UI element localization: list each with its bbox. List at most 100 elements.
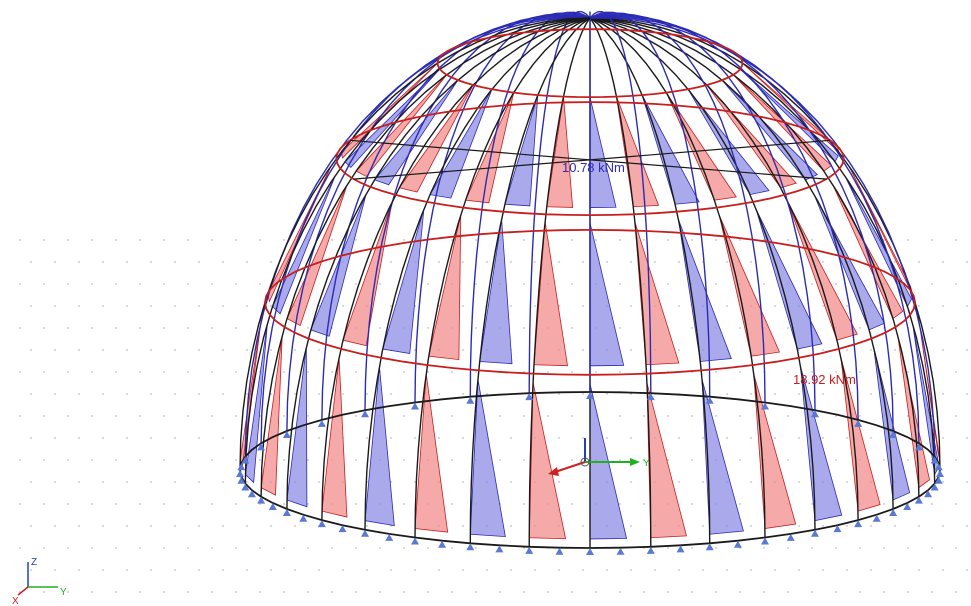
positive-moment-triangle — [428, 215, 462, 361]
positive-moment-triangle — [917, 310, 941, 462]
grid-dot — [283, 415, 285, 417]
support-icon — [646, 546, 655, 554]
positive-moment-triangle — [840, 357, 881, 512]
grid-dot — [774, 569, 776, 571]
grid-dot — [547, 415, 549, 417]
grid-dot — [78, 569, 80, 571]
grid-dot — [654, 569, 656, 571]
grid-dot — [270, 393, 272, 395]
grid-dot — [702, 525, 704, 527]
grid-dot — [774, 393, 776, 395]
grid-dot — [475, 283, 477, 285]
grid-dot — [835, 371, 837, 373]
support-icon — [282, 509, 291, 516]
local-y-label: Y — [643, 458, 650, 469]
global-y-label: Y — [60, 587, 67, 598]
grid-dot — [582, 525, 584, 527]
grid-dot — [222, 261, 224, 263]
negative-moment-triangle — [739, 68, 839, 163]
grid-dot — [691, 547, 693, 549]
grid-dot — [198, 393, 200, 395]
negative-moment-triangle — [382, 209, 425, 355]
grid-dot — [606, 393, 608, 395]
grid-dot — [475, 371, 477, 373]
grid-dot — [43, 591, 45, 593]
grid-dot — [846, 349, 848, 351]
grid-dot — [102, 481, 104, 483]
grid-dot — [139, 459, 141, 461]
support-icon — [555, 547, 564, 555]
grid-dot — [222, 437, 224, 439]
grid-dot — [571, 591, 573, 593]
ring-brace — [349, 139, 827, 180]
grid-dot — [883, 591, 885, 593]
grid-dot — [643, 371, 645, 373]
grid-dot — [438, 437, 440, 439]
grid-dot — [19, 371, 21, 373]
grid-dot — [678, 349, 680, 351]
grid-dot — [331, 547, 333, 549]
global-axis-triad: Z Y X — [12, 557, 67, 606]
negative-moment-triangle — [364, 366, 395, 527]
grid-dot — [163, 239, 165, 241]
grid-dot — [283, 591, 285, 593]
meridian-rib — [321, 17, 591, 521]
grid-dot — [523, 591, 525, 593]
support-icon — [930, 456, 939, 464]
grid-dot — [403, 547, 405, 549]
negative-moment-triangle — [873, 347, 911, 501]
meridian-rib — [589, 17, 894, 510]
grid-dot — [475, 327, 477, 329]
grid-dot — [715, 591, 717, 593]
positive-moment-triangle — [398, 84, 474, 193]
grid-dot — [630, 349, 632, 351]
support-icon — [705, 396, 714, 404]
grid-dot — [750, 481, 752, 483]
global-x-axis — [17, 586, 29, 596]
grid-dot — [403, 591, 405, 593]
grid-dot — [595, 239, 597, 241]
support-icon — [338, 525, 347, 533]
support-icon — [934, 476, 943, 484]
grid-dot — [91, 459, 93, 461]
grid-dot — [235, 503, 237, 505]
local-x-axis — [554, 461, 586, 473]
support-icon — [237, 476, 246, 484]
support-icon — [257, 496, 266, 504]
grid-dot — [54, 305, 56, 307]
support-icon — [236, 470, 244, 477]
negative-moment-triangle — [504, 94, 539, 207]
grid-dot — [510, 261, 512, 263]
grid-dot — [907, 459, 909, 461]
grid-dot — [510, 569, 512, 571]
grid-dot — [259, 547, 261, 549]
grid-dot — [78, 525, 80, 527]
meridian-rib — [589, 17, 816, 530]
support-icon — [833, 525, 842, 533]
meridian-rib — [244, 17, 591, 484]
grid-dot — [859, 415, 861, 417]
grid-dot — [691, 503, 693, 505]
grid-dot — [451, 371, 453, 373]
grid-dot — [54, 393, 56, 395]
grid-dot — [211, 415, 213, 417]
grid-dot — [30, 261, 32, 263]
grid-dot — [571, 239, 573, 241]
negative-moment-triangle — [244, 323, 268, 484]
support-icon — [525, 546, 534, 554]
grid-dot — [427, 371, 429, 373]
support-icon — [854, 419, 863, 427]
grid-dot — [235, 415, 237, 417]
grid-dot — [822, 569, 824, 571]
grid-dot — [451, 239, 453, 241]
grid-dot — [342, 305, 344, 307]
positive-moment-triangle — [646, 382, 687, 539]
grid-dot — [859, 547, 861, 549]
grid-dot — [462, 569, 464, 571]
support-icon — [761, 402, 769, 410]
grid-dot — [582, 393, 584, 395]
grid-dot — [438, 393, 440, 395]
grid-dot — [379, 547, 381, 549]
grid-dot — [798, 437, 800, 439]
